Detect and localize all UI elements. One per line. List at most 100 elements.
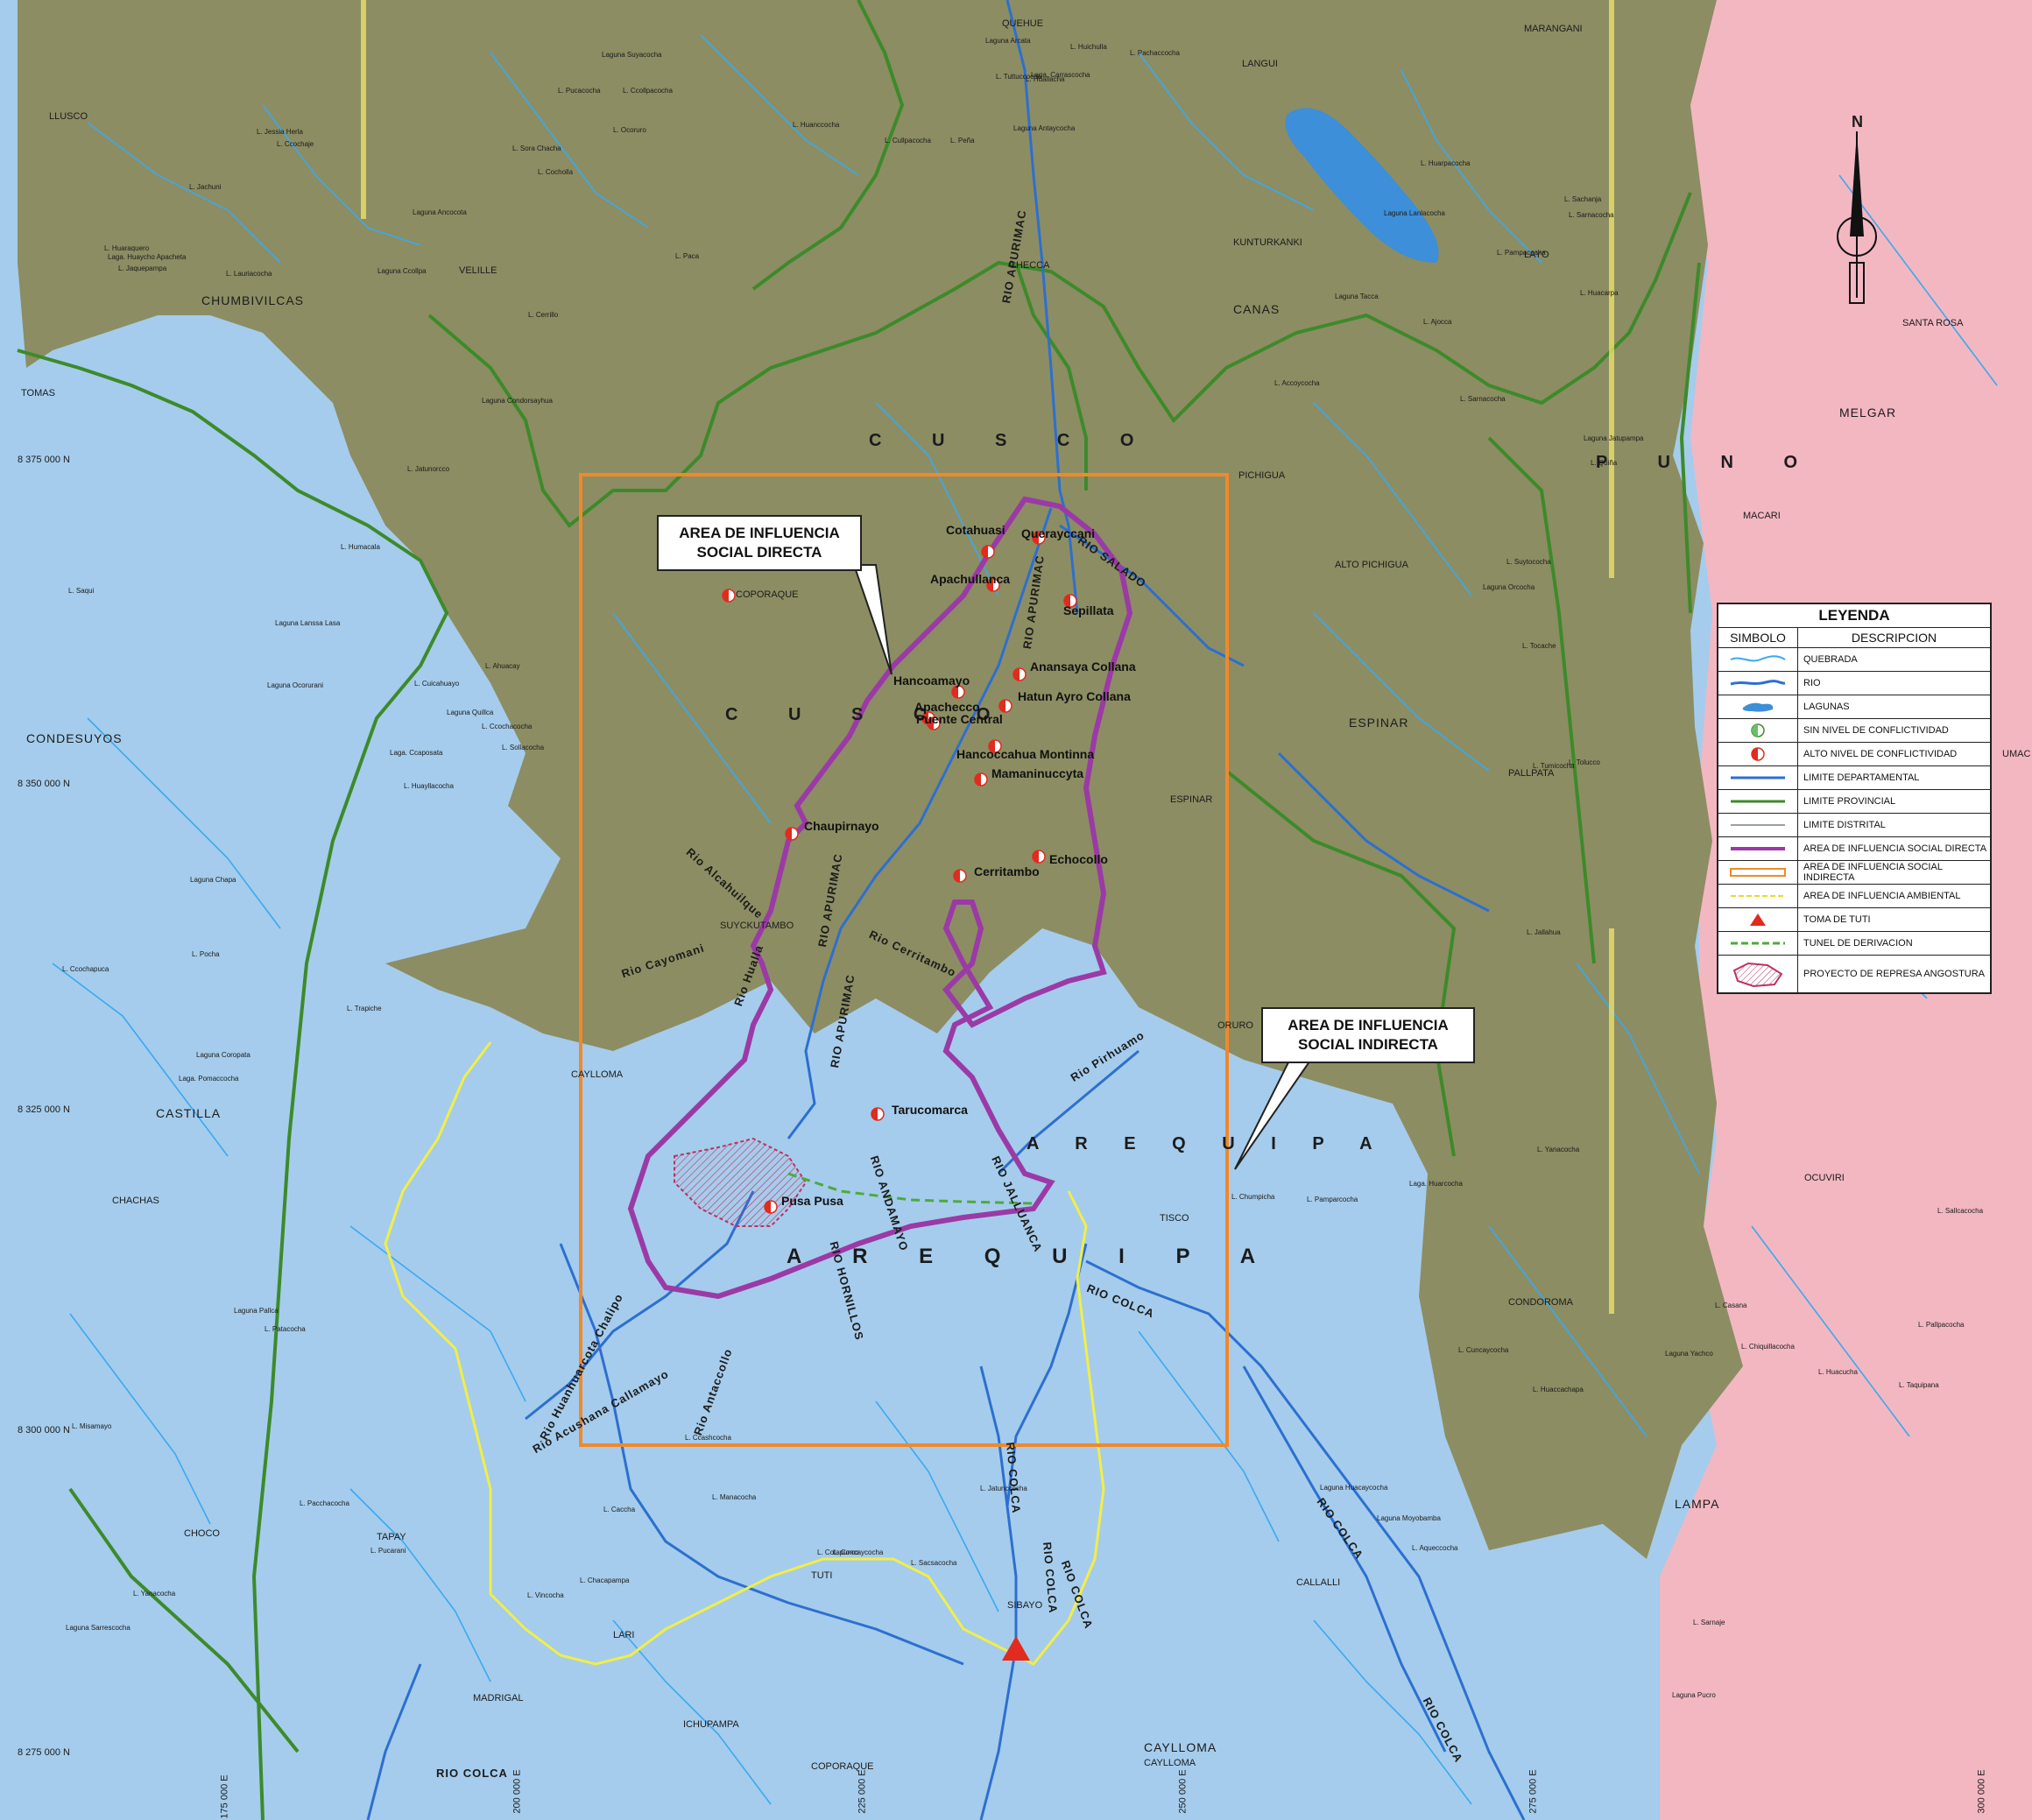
lagoon-label: Laguna Chapa [190,876,236,884]
lagoon-label: L. Cocholla [538,168,574,176]
lagoon-label: L. Misamayo [72,1422,112,1430]
green-line-icon [1718,790,1798,813]
lagoon-label: L. Paca [675,252,700,260]
district-suyckutambo: SUYCKUTAMBO [720,921,794,931]
high-conflict-marker-icon [998,699,1012,713]
lagoon-label: Laguna Ccollpa [377,267,427,275]
legend-label: LIMITE DISTRITAL [1803,819,1886,830]
district-tisco: TISCO [1160,1213,1189,1224]
district-pichigua: PICHIGUA [1238,470,1286,481]
green-dash-icon [1718,932,1798,955]
lagoon-label: L. Tolucco [1569,758,1600,766]
legend-title: LEYENDA [1718,604,1990,628]
district-caylloma: CAYLLOMA [571,1069,624,1080]
legend-row: PROYECTO DE REPRESA ANGOSTURA [1718,956,1990,992]
lagoon-label: L. Pucacocha [558,87,601,95]
callout-direct-area: AREA DE INFLUENCIA SOCIAL DIRECTA [657,515,862,572]
lagoon-label: L. Cerrillo [528,311,559,319]
community-label: Anansaya Collana [1030,660,1136,674]
lagoon-label: L. Vincocha [527,1591,564,1599]
community-label: Apachecco [914,700,980,714]
high-conflict-marker-icon [927,716,941,730]
lagoon-label: L. Pucarani [370,1547,406,1555]
district-pallpata: PALLPATA [1508,768,1555,779]
north-label: N [1852,113,1863,131]
toma-de-tuti [1002,1636,1030,1661]
region-label-puno: P U N O [1596,453,1821,472]
district-lari: LARI [613,1630,635,1640]
province-condesuyos: CONDESUYOS [26,731,123,745]
community-label: Pusa Pusa [781,1194,843,1208]
ambient-area [384,1041,1105,1666]
lagoon-label: L. Concaycocha [833,1548,884,1556]
river-label-colca-west: RIO COLCA [436,1767,508,1780]
legend-label: QUEBRADA [1803,653,1858,665]
lagoon-label: L. Humacala [341,543,380,551]
lagoon-label: Laga. Huaycho Apacheta [108,253,187,261]
lagoon-label: Laguna Coropata [196,1051,250,1059]
lagoon-label: Laguna Jatupampa [1584,434,1644,442]
coord-e-200000: 200 000 E [512,1769,523,1814]
lagoon-label: L. Huayllacocha [404,782,454,790]
high-conflict-marker-icon [1032,850,1046,864]
legend-row: LIMITE DISTRITAL [1718,814,1990,837]
legend-col-symbol: SIMBOLO [1718,628,1798,647]
coord-n-8375000: 8 375 000 N [18,455,70,465]
north-arrow-icon [1837,131,1877,304]
high-conflict-marker-icon [1063,594,1077,608]
lagoon-label: Laguna Sarrescocha [66,1624,131,1632]
lagoon-label: L. Chumpicha [1231,1193,1275,1201]
district-madrigal: MADRIGAL [473,1693,524,1704]
lagoon-label: Laga. Pomaccocha [179,1075,239,1083]
lagoon-label: L. Sachanja [1564,195,1602,203]
lagoon-label: L. Quiña [1591,459,1618,467]
legend-row: LIMITE PROVINCIAL [1718,790,1990,814]
high-conflict-marker-icon [986,578,1000,592]
lagoon-label: L. Cullpacocha [885,137,931,145]
community-label: Hancoccahua Montinna [956,747,1095,761]
community-label: Cerritambo [974,864,1040,878]
lagoon-label: Laguna Huacaycocha [1320,1484,1388,1492]
lagoon-label: L. Ahuacay [485,662,520,670]
quebrada-line-icon [1718,648,1798,671]
community-label: Mamaninuccyta [991,766,1084,780]
lagoon-label: L. Pocha [192,950,220,958]
lagoon-label: L. Sacsacocha [911,1559,957,1567]
province-castilla: CASTILLA [156,1106,222,1120]
lagoon-label: L. Lauriacocha [226,270,272,278]
district-callalli: CALLALLI [1296,1577,1341,1588]
lagoon-label: Laguna Ocorurani [267,681,324,689]
callout-indirect-area: AREA DE INFLUENCIA SOCIAL INDIRECTA [1261,1007,1475,1064]
legend-label: AREA DE INFLUENCIA AMBIENTAL [1803,890,1961,901]
district-tapay: TAPAY [377,1532,406,1542]
lagoon-label: Laga. Huarcocha [1409,1180,1463,1188]
region-label-cusco-inner: C U S C O [725,705,1013,724]
lagoon-label: Laguna Moyobamba [1377,1514,1441,1522]
legend-row: QUEBRADA [1718,648,1990,672]
lagoon-label: L. Huanccocha [793,121,840,129]
district-macari: MACARI [1743,511,1781,521]
district-llusco: LLUSCO [49,111,88,122]
lagoon-label: L. Tocache [1522,642,1556,650]
coord-n-8325000: 8 325 000 N [18,1104,70,1115]
legend-label: TUNEL DE DERIVACION [1803,937,1913,949]
province-canas: CANAS [1233,302,1281,316]
district-kunturkanki: KUNTURKANKI [1233,237,1302,248]
community-label: Hancoamayo [893,674,970,688]
district-coporaque: COPORAQUE [736,589,799,600]
grey-line-icon [1718,814,1798,836]
lagoon-label: L. Chacapampa [580,1577,630,1584]
region-label-arequipa-upper: A R E Q U I P A [1027,1134,1388,1153]
blue-line-icon [1718,766,1798,789]
legend-label: AREA DE INFLUENCIA SOCIAL DIRECTA [1803,843,1987,854]
legend-row: SIN NIVEL DE CONFLICTIVIDAD [1718,719,1990,743]
lagoon-label: Laguna Orcocha [1483,583,1535,591]
lagoon-label: Laguna Lanssa Lasa [275,619,341,627]
laguna-shape-icon [1718,695,1798,718]
high-conflict-marker-icon [764,1200,778,1214]
lagoon-label: Laguna Ancocota [413,208,467,216]
province-espinar: ESPINAR [1349,716,1409,730]
coord-e-300000: 300 000 E [1976,1769,1987,1814]
